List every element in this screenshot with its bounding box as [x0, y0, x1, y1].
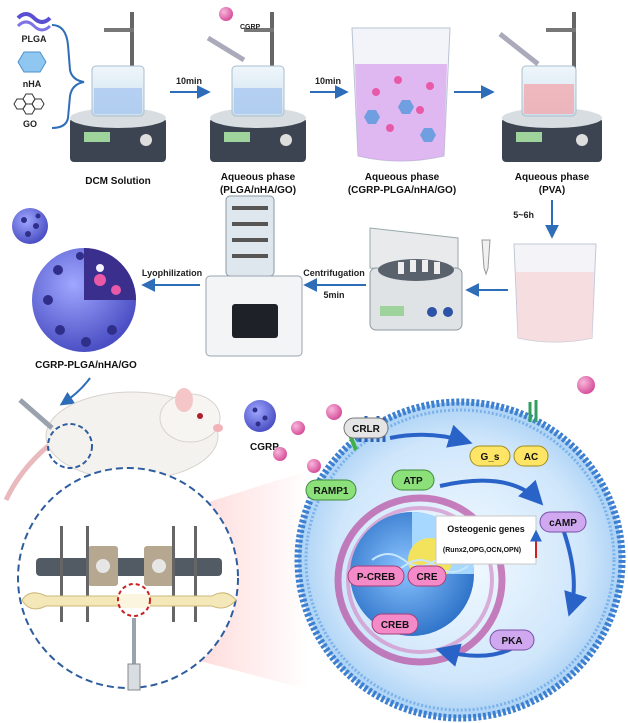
stirrer-4-display [516, 132, 542, 142]
materials-brace [51, 24, 85, 129]
material-nha: nHA [17, 51, 47, 89]
svg-text:CRLR: CRLR [352, 424, 381, 435]
svg-text:G_s: G_s [481, 452, 500, 463]
svg-text:PKA: PKA [501, 636, 522, 647]
nha-label: nHA [23, 79, 42, 89]
injection-syringe-icon [18, 398, 54, 430]
go-icon [13, 93, 45, 115]
go-label: GO [23, 119, 37, 129]
material-plga: PLGA [16, 12, 52, 44]
microsphere-released [244, 400, 276, 432]
cgrp-molecules [244, 376, 595, 473]
svg-text:AC: AC [524, 452, 538, 463]
defect-site-circle [117, 583, 151, 617]
plga-label: PLGA [21, 34, 47, 44]
stirrer-1-display [84, 132, 110, 142]
cell: Osteogenic genes (Runx2,OPG,OCN,OPN) [294, 398, 626, 722]
nha-icon [17, 51, 47, 73]
svg-text:RAMP1: RAMP1 [313, 486, 348, 497]
stirrer-2 [206, 12, 306, 162]
plga-icon-wave [16, 20, 52, 32]
badge-atp: ATP [391, 469, 435, 491]
step-label-aq3-sub: (PVA) [539, 185, 565, 196]
material-go: GO [13, 93, 45, 129]
beaker-emulsion [513, 243, 597, 343]
label-lyophilization: Lyophilization [142, 268, 202, 278]
centrifuge [369, 227, 463, 331]
syringe-pva-icon [498, 32, 540, 66]
badge-pka: PKA [489, 629, 535, 651]
badge-creb: CREB [371, 613, 419, 635]
cgrp-molecule-icon [219, 7, 233, 21]
freeze-dryer [205, 195, 303, 357]
freeze-dryer-screen [232, 304, 278, 338]
badge-camp: cAMP [539, 511, 587, 533]
arrow-to-injection [59, 377, 91, 406]
time-step4: 5~6h [513, 210, 534, 220]
genes-box [435, 515, 537, 565]
label-cgrp: CGRP [250, 442, 279, 453]
stirrer-2-display [224, 132, 250, 142]
arrow-camp-to-pka [562, 531, 588, 617]
label-centrifugation-time: 5min [323, 290, 344, 300]
badge-ramp1: RAMP1 [305, 479, 357, 501]
label-product: CGRP-PLGA/nHA/GO [35, 360, 137, 371]
centrifuge-display [380, 306, 404, 316]
focus-circle-small [47, 423, 93, 469]
step-label-aq2-title: Aqueous phase [365, 172, 440, 183]
stirrer-1 [70, 12, 166, 162]
step-label-aq2-sub: (CGRP-PLGA/nHA/GO) [348, 185, 456, 196]
svg-text:ATP: ATP [403, 476, 423, 487]
microsphere-large-section [32, 248, 136, 352]
arrow-crlr-to-gs [389, 424, 473, 448]
badge-ac: AC [513, 445, 549, 467]
plga-icon [16, 12, 52, 24]
stirrer-4 [498, 12, 602, 162]
step-label-aq3-title: Aqueous phase [515, 172, 590, 183]
tube-icon [481, 239, 491, 276]
arrow-atp-to-camp [439, 478, 544, 506]
label-genes-list: (Runx2,OPG,OCN,OPN) [443, 547, 521, 554]
svg-text:P-CREB: P-CREB [357, 572, 395, 583]
step-label-aq1-sub: (PLGA/nHA/GO) [220, 185, 296, 196]
svg-text:CRE: CRE [416, 572, 437, 583]
step-label-dcm: DCM Solution [85, 176, 151, 187]
time-step2: 10min [315, 76, 341, 86]
syringe-cgrp-icon [206, 35, 246, 63]
time-step1: 10min [176, 76, 202, 86]
beaker-cgrp-mixture [351, 27, 451, 162]
svg-text:cAMP: cAMP [549, 518, 577, 529]
svg-text:CREB: CREB [381, 620, 409, 631]
badge-crlr: CRLR [343, 417, 389, 439]
badge-pcreb: P-CREB [347, 565, 405, 587]
step-label-aq1-title: Aqueous phase [221, 172, 296, 183]
bone-magnified-view [17, 467, 310, 691]
cgrp-syringe-label: CGRP [240, 24, 261, 31]
label-genes: Osteogenic genes [447, 524, 525, 534]
badge-gs: G_s [469, 445, 511, 467]
label-centrifugation: Centrifugation [303, 268, 365, 278]
microsphere-small [12, 208, 48, 244]
badge-cre: CRE [407, 565, 447, 587]
